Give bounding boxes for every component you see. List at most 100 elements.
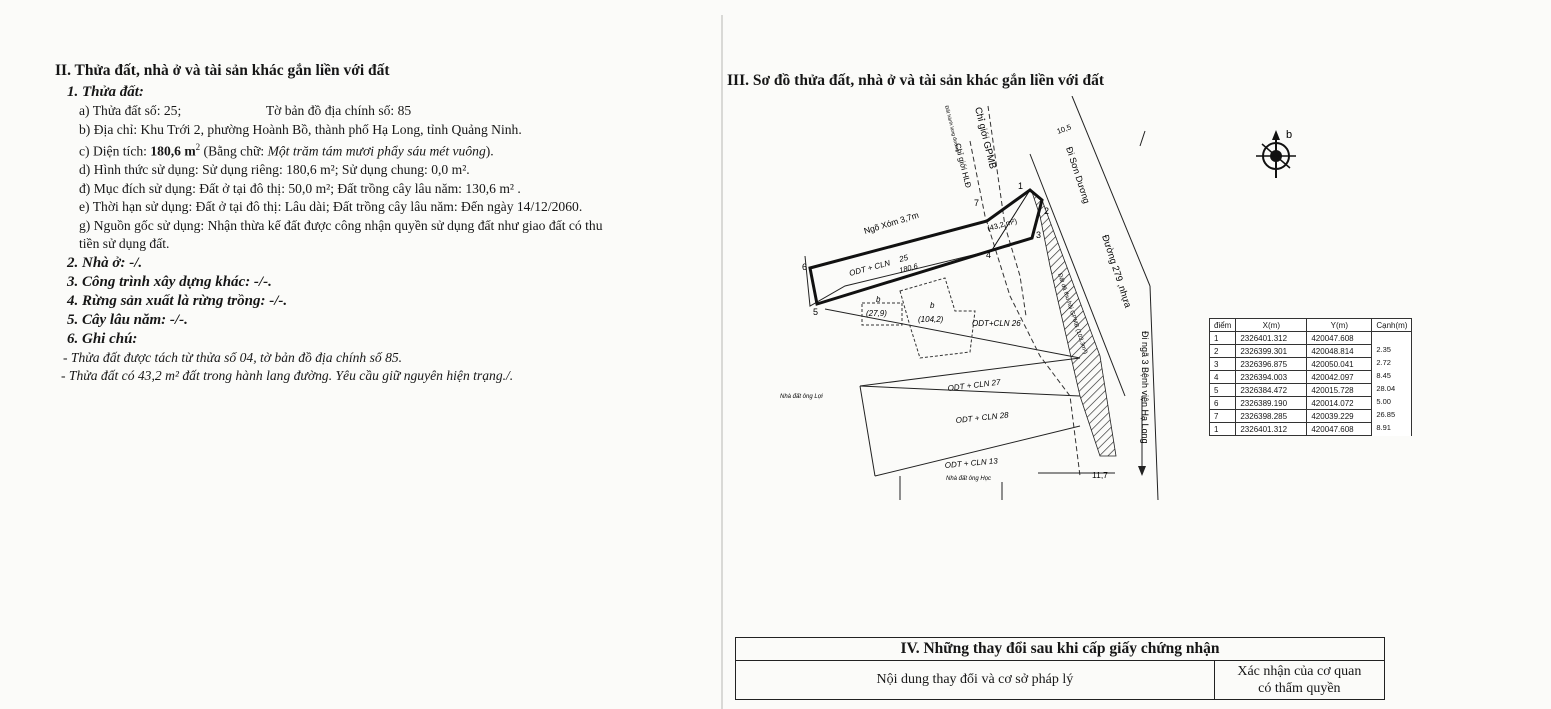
usage-origin-2: tiền sử dụng đất.: [79, 236, 170, 252]
area-prefix: c) Diện tích:: [79, 143, 151, 159]
parcel-heading: 1. Thửa đất:: [67, 84, 144, 100]
section-2-title: II. Thửa đất, nhà ở và tài sản khác gắn …: [55, 62, 390, 79]
road-width-top: 10,5: [1056, 122, 1073, 135]
parcel-number-line: a) Thửa đất số: 25; Tờ bản đồ địa chính …: [79, 102, 715, 120]
section-land-info: II. Thửa đất, nhà ở và tài sản khác gắn …: [55, 62, 715, 385]
coordinate-cell-y: 420039.229: [1306, 409, 1373, 423]
parcel-map-svg: Ngõ Xóm 3,7m ODT + CLN 25 180,6 b (27,9)…: [780, 95, 1159, 501]
area-suffix: ).: [485, 143, 494, 159]
house-b1: [861, 302, 903, 326]
usage-form: d) Hình thức sử dụng: Sử dụng riêng: 180…: [79, 162, 470, 178]
point-5: 5: [813, 307, 818, 317]
area-value: 180,6 m: [150, 143, 196, 159]
col-y: Y(m): [1306, 318, 1373, 332]
point-1: 1: [1018, 181, 1023, 191]
line-13: [874, 425, 1081, 477]
coordinate-cell-y: 420050.041: [1306, 357, 1373, 371]
house-b2: [899, 277, 976, 359]
changes-confirm-header: Xác nhận của cơ quan có thẩm quyền: [1213, 660, 1386, 700]
col-point: điểm: [1208, 318, 1237, 332]
gpmb-strip: [1031, 190, 1117, 457]
forest-heading: 4. Rừng sản xuất là rừng trồng: -/-.: [67, 292, 288, 309]
confirm-line-2: có thẩm quyền: [1258, 681, 1341, 696]
house-b2-label: b: [930, 301, 935, 310]
coordinate-header-row: điểm X(m) Y(m) Cạnh(m): [1208, 318, 1413, 332]
road-279-label: Đường 279 ,nhựa: [1099, 234, 1133, 310]
note-1: - Thửa đất được tách từ thửa số 04, tờ b…: [63, 349, 403, 365]
parcel-26-boundary: [804, 245, 1011, 307]
line-28: [859, 385, 1081, 397]
coordinate-cell-x: 2326394.003: [1235, 370, 1308, 384]
gpmb-line: [987, 105, 1027, 317]
house-b1-area: (27,9): [866, 309, 887, 318]
changes-table: IV. Những thay đổi sau khi cấp giấy chứn…: [735, 637, 1386, 700]
coordinate-cell-y: 420047.608: [1306, 331, 1373, 345]
coordinate-cell-x: 2326384.472: [1235, 383, 1308, 397]
gpmb-label: Chỉ giới GPMB: [972, 106, 998, 170]
perennial-heading: 5. Cây lâu năm: -/-.: [67, 311, 188, 328]
page-fold: [721, 15, 723, 709]
edge-length-cell: 8.45: [1371, 370, 1413, 384]
road-edge-right: [1071, 95, 1151, 287]
col-x: X(m): [1235, 318, 1308, 332]
parcel-area: c) Diện tích: 180,6 m2 (Bằng chữ: Một tr…: [79, 139, 715, 160]
alley-label: Ngõ Xóm 3,7m: [863, 210, 920, 236]
main-parcel-label: ODT + CLN: [848, 258, 891, 278]
coordinate-cell-y: 420042.097: [1306, 370, 1373, 384]
notes-heading: 6. Ghi chú:: [67, 330, 138, 347]
area-mid: (Bằng chữ:: [200, 143, 268, 159]
point-3: 3: [1036, 230, 1041, 240]
coordinate-cell-y: 420015.728: [1306, 383, 1373, 397]
area-in-words: Một trăm tám mươi phẩy sáu mét vuông: [267, 143, 486, 159]
edge-length-cell: 26.85: [1371, 409, 1413, 423]
house-b2-area: (104,2): [918, 315, 944, 324]
usage-purpose: đ) Mục đích sử dụng: Đất ở tại đô thị: 5…: [79, 180, 521, 196]
edge-length-cell: 8.91: [1371, 422, 1413, 436]
house-b1-label: b: [876, 295, 881, 304]
point-6: 6: [802, 262, 807, 272]
road-edge-right-lower: [1149, 285, 1159, 501]
edge-length-cell: 2.35: [1371, 344, 1413, 358]
changes-content-header: Nội dung thay đổi và cơ sở pháp lý: [735, 660, 1215, 700]
coordinate-cell-x: 2326401.312: [1235, 422, 1308, 436]
parcel-13-label: ODT + CLN 13: [944, 456, 998, 470]
compass-letter: b: [1286, 129, 1292, 141]
parcel-25-boundary: [808, 188, 1044, 306]
parcel-number: a) Thửa đất số: 25;: [79, 103, 182, 118]
coordinate-cell-x: 2326401.312: [1235, 331, 1308, 345]
road-edge-left: [1029, 153, 1126, 397]
edge-length-cell: 5.00: [1371, 396, 1413, 410]
compass-icon: b: [1256, 129, 1296, 178]
parcel-27-label: ODT + CLN 27: [947, 378, 1001, 393]
coordinate-cell-pt: 1: [1208, 331, 1237, 345]
coordinate-cell-pt: 2: [1208, 344, 1237, 358]
coordinate-cell-y: 420047.608: [1306, 422, 1373, 436]
line-27-mid: [859, 357, 1081, 387]
road-width-bottom: 11,7: [1092, 470, 1108, 480]
corridor-text: Đất hành lang đường: [943, 105, 960, 153]
owner-loi: Nhà đất ông Lợi: [780, 393, 823, 400]
coordinate-cell-x: 2326389.190: [1235, 396, 1308, 410]
area-unit-sup: 2: [195, 142, 201, 152]
coordinate-cell-pt: 5: [1208, 383, 1237, 397]
col-length: Cạnh(m): [1371, 318, 1413, 332]
other-works-heading: 3. Công trình xây dựng khác: -/-.: [67, 273, 272, 290]
confirm-line-1: Xác nhận của cơ quan: [1237, 664, 1362, 679]
coordinate-cell-x: 2326396.875: [1235, 357, 1308, 371]
to-son-duong-label: Đi Sơn Dương: [1064, 146, 1092, 205]
note-2: - Thửa đất có 43,2 m² đất trong hành lan…: [61, 367, 514, 383]
point-4: 4: [986, 250, 991, 260]
coordinate-cell-pt: 1: [1208, 422, 1237, 436]
parcel-map: Ngõ Xóm 3,7m ODT + CLN 25 180,6 b (27,9)…: [780, 95, 1210, 506]
section-3-title: III. Sơ đồ thửa đất, nhà ở và tài sản kh…: [727, 72, 1105, 89]
parcel-address: b) Địa chỉ: Khu Trới 2, phường Hoành Bồ,…: [79, 121, 522, 137]
usage-term: e) Thời hạn sử dụng: Đất ở tại đô thị: L…: [79, 199, 583, 215]
